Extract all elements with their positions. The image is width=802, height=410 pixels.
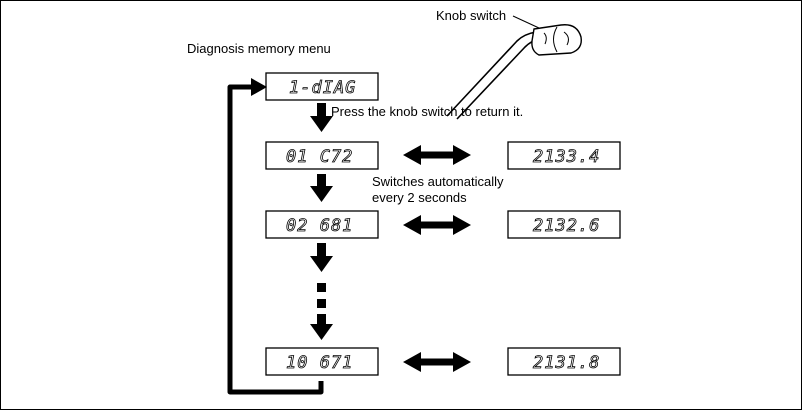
down-arrow-icon — [310, 243, 333, 272]
knob-switch-label: Knob switch — [436, 8, 506, 23]
return-loop-arrow-icon — [227, 78, 324, 395]
auto-switch-line1: Switches automatically — [372, 174, 504, 189]
double-arrow-icon — [403, 215, 471, 235]
display-row1-right-box — [507, 141, 621, 170]
double-arrow-icon — [403, 145, 471, 165]
display-menu: 1-dIAG — [289, 78, 356, 98]
display-menu-box — [265, 72, 379, 101]
auto-switch-line2: every 2 seconds — [372, 190, 467, 205]
display-row2-left-box — [265, 210, 379, 239]
double-arrow-icon — [403, 352, 471, 372]
display-row1-left: 01 C72 — [286, 147, 353, 167]
continuation-dot — [317, 299, 326, 308]
display-row2-left: 02 681 — [286, 216, 353, 236]
display-row2-right-box — [507, 210, 621, 239]
display-row3-left-box — [265, 347, 379, 376]
return-note: Press the knob switch to return it. — [331, 104, 523, 119]
display-row3-right: 2131.8 — [533, 353, 600, 373]
display-row3-right-box — [507, 347, 621, 376]
display-row1-left-box — [265, 141, 379, 170]
display-row3-left: 10 671 — [286, 353, 353, 373]
display-row1-right: 2133.4 — [533, 147, 600, 167]
down-arrow-icon — [310, 103, 333, 132]
menu-title: Diagnosis memory menu — [187, 41, 331, 56]
down-arrow-icon — [310, 174, 333, 202]
knob-switch-icon — [446, 24, 582, 120]
knob-switch-leader-line — [512, 15, 540, 29]
continuation-dot — [317, 283, 326, 292]
down-arrow-icon — [310, 314, 333, 340]
display-row2-right: 2132.6 — [533, 216, 600, 236]
